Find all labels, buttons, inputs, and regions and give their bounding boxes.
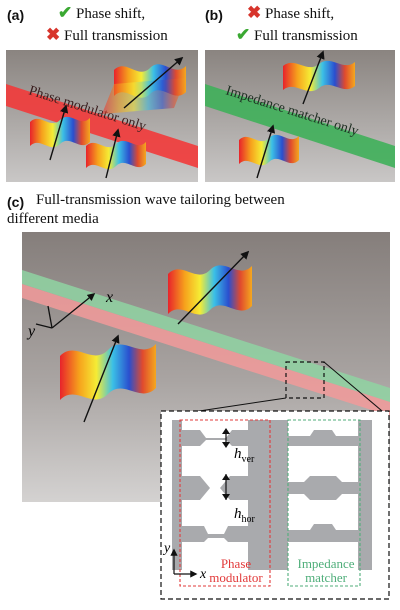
panel-b-caption-line2: ✔ Full transmission xyxy=(236,26,358,45)
cross-icon: ✖ xyxy=(46,25,61,44)
panel-b-transmission-text: Full transmission xyxy=(254,28,358,44)
impedance-matcher-outline xyxy=(287,419,361,587)
phase-label-line2: modulator xyxy=(209,570,263,585)
h-ver-dimension xyxy=(222,428,230,448)
panel-a-caption-line1: ✔ Phase shift, xyxy=(58,4,145,23)
impedance-matcher-layer xyxy=(22,270,390,402)
panel-c-image: x y xyxy=(22,232,390,502)
panel-c-caption-line1: Full-transmission wave tailoring between xyxy=(36,192,285,208)
panel-b-caption-line1: ✖ Phase shift, xyxy=(247,4,334,23)
check-icon: ✔ xyxy=(58,3,73,22)
panel-a-transmission-text: Full transmission xyxy=(64,28,168,44)
panel-b-phase-text: Phase shift, xyxy=(265,6,335,22)
wave-surface-left xyxy=(30,104,90,161)
h-ver-label: hver xyxy=(234,446,255,465)
panel-c-label: (c) xyxy=(7,194,25,210)
impedance-matcher-label: Impedance matcher xyxy=(286,557,366,585)
panel-b-label: (b) xyxy=(205,7,223,23)
h-hor-dimension xyxy=(222,474,230,500)
axis-y-label: y xyxy=(26,323,36,340)
wave-surface-right xyxy=(86,128,146,179)
wave-surface-lower xyxy=(60,334,156,423)
inset-axis-x-label: x xyxy=(199,567,207,582)
phase-modulator-band xyxy=(6,84,198,168)
coordinate-axes xyxy=(35,293,96,329)
panel-a-caption-line2: ✖ Full transmission xyxy=(46,26,168,45)
panel-b-image: Impedance matcher only xyxy=(205,50,395,182)
phase-modulator-outline xyxy=(179,419,271,587)
wave-surface-top xyxy=(283,50,355,105)
wave-surface-top xyxy=(102,56,186,114)
h-hor-label: hhor xyxy=(234,506,256,525)
wave-surface-upper xyxy=(168,250,252,325)
axis-x-label: x xyxy=(105,289,113,306)
inset-coordinate-axes xyxy=(170,548,198,578)
inset-axis-y-label: y xyxy=(162,541,171,556)
phase-modulator-label: Phase modulator xyxy=(186,557,286,585)
zoom-region-box xyxy=(285,361,325,399)
impedance-matcher-units xyxy=(288,430,358,542)
cross-icon: ✖ xyxy=(247,3,262,22)
panel-a-phase-text: Phase shift, xyxy=(76,6,146,22)
wave-surface-bottom xyxy=(239,124,299,179)
impedance-matcher-band xyxy=(205,84,395,168)
phase-modulator-layer xyxy=(22,284,390,416)
panel-c-caption-line2: different media xyxy=(7,211,99,227)
panel-a-label: (a) xyxy=(7,7,25,23)
zoom-line-right xyxy=(323,361,389,417)
check-icon: ✔ xyxy=(236,25,251,44)
panel-a-image: Phase modulator only xyxy=(6,50,198,182)
impedance-label-line1: Impedance xyxy=(297,556,355,571)
impedance-label-line2: matcher xyxy=(305,570,347,585)
phase-label-line1: Phase xyxy=(220,556,252,571)
inset-zoom: hver hhor x y xyxy=(160,410,390,600)
